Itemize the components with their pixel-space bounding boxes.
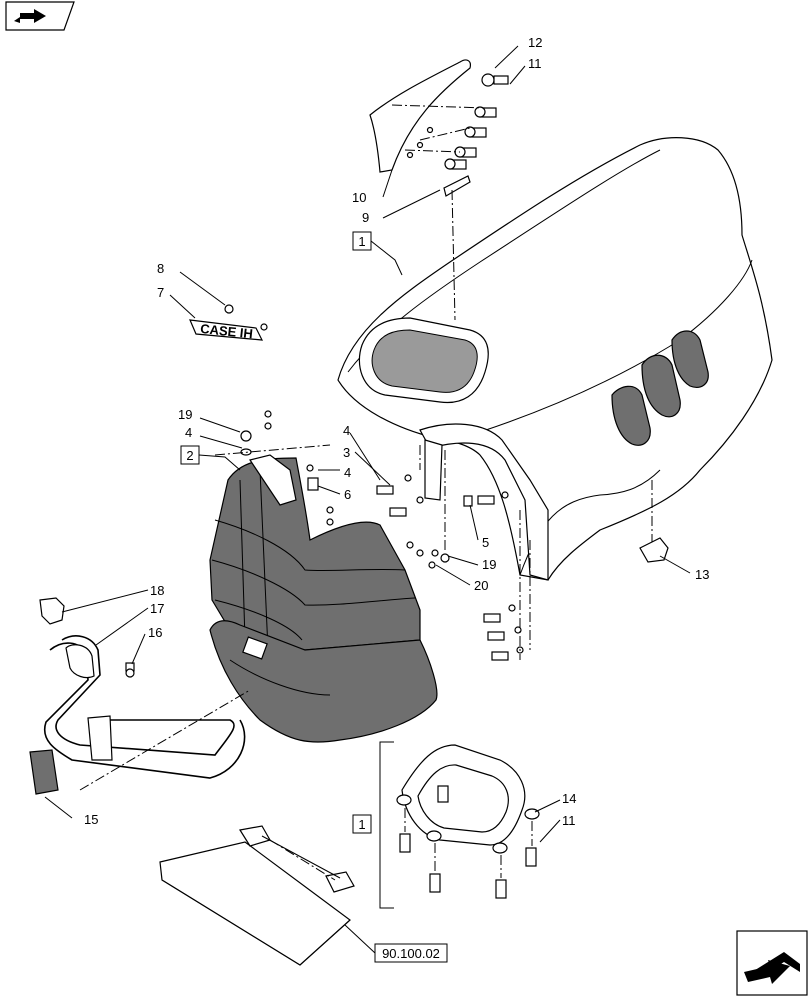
- bolt-set-top: [406, 73, 509, 170]
- hood: [337, 137, 773, 581]
- callout-10: 10: [352, 190, 366, 205]
- callout-4-top: 4: [343, 423, 350, 438]
- callout-3: 3: [343, 445, 350, 460]
- callout-18: 18: [150, 583, 164, 598]
- boxed-label-hood-bottom-text: 1: [358, 817, 365, 832]
- callout-17: 17: [150, 601, 164, 616]
- callout-12: 12: [528, 35, 542, 50]
- reference-text: 90.100.02: [382, 946, 440, 961]
- lower-front-panel: [209, 620, 438, 743]
- grille-bumper-frame: [43, 635, 246, 779]
- return-arrow-icon[interactable]: [736, 930, 808, 996]
- callout-13: 13: [695, 567, 709, 582]
- callout-9: 9: [362, 210, 369, 225]
- callout-19-left: 19: [178, 407, 192, 422]
- windshield-frame-detail: [379, 741, 540, 909]
- hood-trim-strip: [369, 59, 471, 197]
- brand-badge-text: CASE IH: [200, 321, 254, 341]
- reference-box[interactable]: 90.100.02: [344, 924, 448, 963]
- front-grille: [209, 454, 421, 651]
- callout-11-bottom: 11: [562, 813, 576, 828]
- base-plate-detail: [159, 825, 355, 966]
- boxed-label-hood-top: 1: [352, 231, 403, 276]
- boxed-label-grille: 2: [180, 445, 241, 471]
- callout-16: 16: [148, 625, 162, 640]
- brand-badge: CASE IH: [189, 304, 268, 341]
- callout-20: 20: [474, 578, 488, 593]
- callout-14: 14: [562, 791, 576, 806]
- boxed-label-hood-top-text: 1: [358, 234, 365, 249]
- callout-6: 6: [344, 487, 351, 502]
- callout-4-right: 4: [344, 465, 351, 480]
- side-lamp: [29, 749, 59, 795]
- callout-19-right: 19: [482, 557, 496, 572]
- callout-numbers: 12 11 10 9 8 7 19 4 4 3 4 6 5 19 20 13 1…: [84, 35, 709, 828]
- boxed-label-hood-bottom: 1: [352, 814, 372, 834]
- screw: [125, 662, 135, 678]
- callout-8: 8: [157, 261, 164, 276]
- callout-4-left: 4: [185, 425, 192, 440]
- boxed-label-grille-text: 2: [186, 448, 193, 463]
- callout-7: 7: [157, 285, 164, 300]
- callout-5: 5: [482, 535, 489, 550]
- callout-11-top: 11: [528, 56, 542, 71]
- grille-hardware: [240, 410, 524, 661]
- callout-15: 15: [84, 812, 98, 827]
- clip: [39, 597, 65, 625]
- callout-leaders: [44, 45, 691, 843]
- next-page-arrow-icon[interactable]: [5, 1, 75, 31]
